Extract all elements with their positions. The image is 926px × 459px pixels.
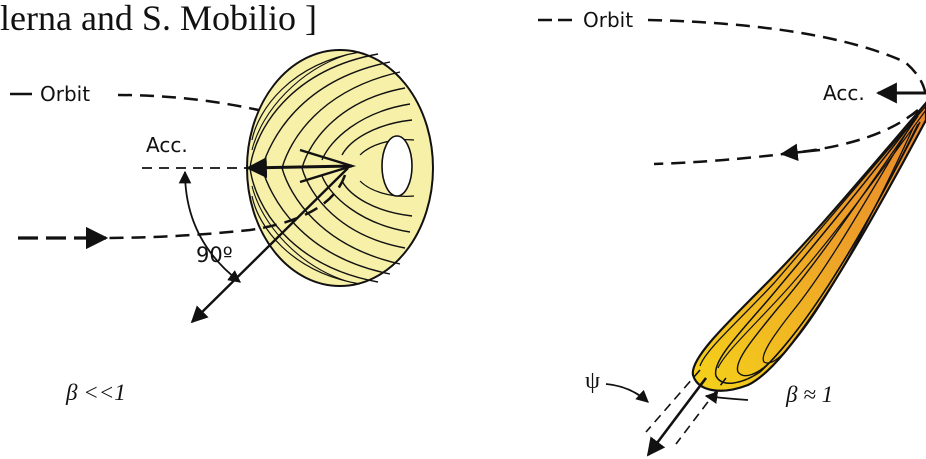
right-orbit-upper-arc <box>647 18 926 101</box>
torus-pattern <box>246 49 434 287</box>
left-orbit-lower-arc <box>99 174 347 240</box>
left-orbit-label: Orbit <box>40 82 90 106</box>
right-orbit-label: Orbit <box>583 8 633 32</box>
left-angle-arc <box>178 170 242 283</box>
psi-right-pointer <box>704 391 749 404</box>
right-orbit-lower-arc <box>653 109 919 166</box>
left-acc-arrow <box>245 157 353 179</box>
left-angle-label: 90º <box>196 243 233 267</box>
right-direction-arrow <box>646 377 708 457</box>
left-acc-label: Acc. <box>146 133 188 157</box>
left-acc-wedge <box>299 148 357 184</box>
forward-lobe <box>691 101 926 392</box>
left-beta-label: β <<1 <box>65 380 126 405</box>
left-perp-arrow <box>190 167 349 324</box>
psi-left-pointer <box>605 383 649 403</box>
right-panel: Orbit Acc. ψ β ≈ 1 <box>538 8 926 457</box>
right-orbit-lower-head <box>780 143 821 162</box>
left-panel: Orbit Acc. <box>10 49 434 405</box>
right-beta-label: β ≈ 1 <box>785 382 833 407</box>
right-acc-label: Acc. <box>823 81 865 105</box>
header-text: lerna and S. Mobilio ] <box>0 0 317 38</box>
psi-boundary-left <box>645 369 701 433</box>
psi-label: ψ <box>585 368 600 394</box>
